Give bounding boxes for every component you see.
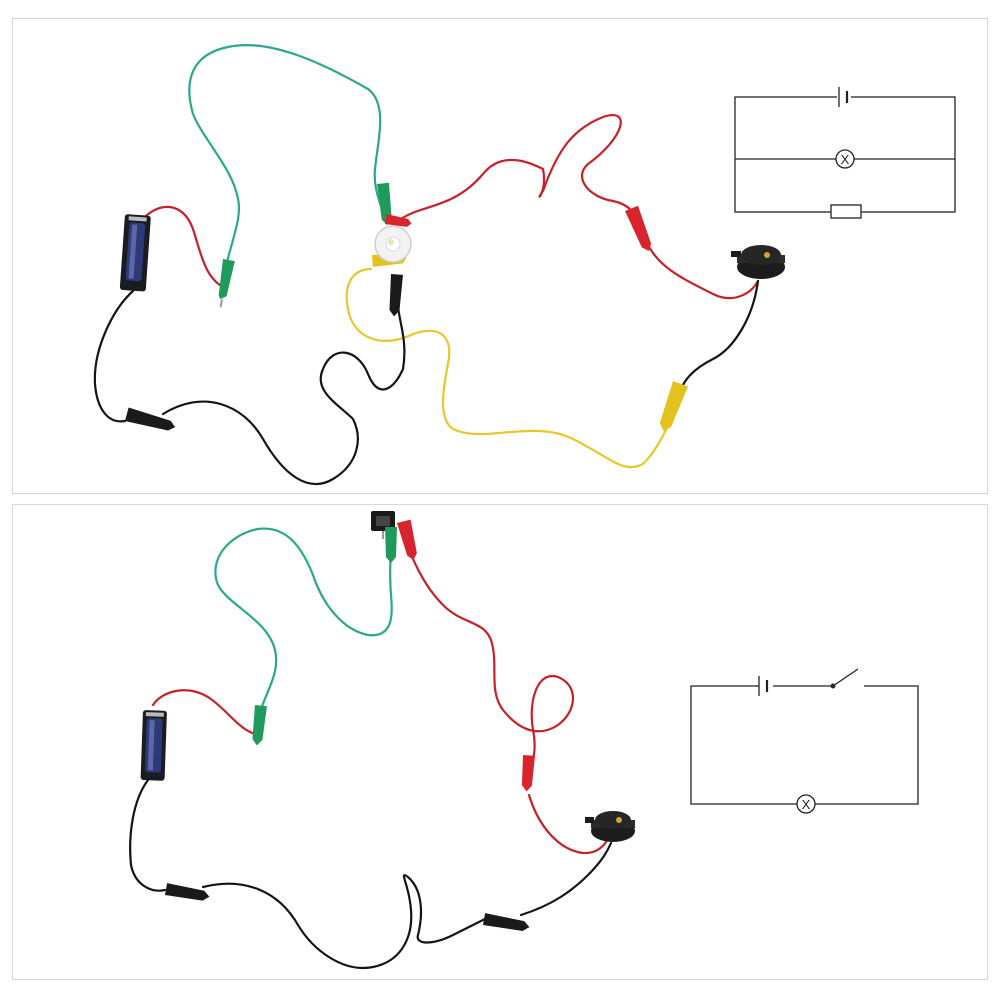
- black-wire-loop: [161, 302, 406, 485]
- lamp-symbol-icon: [835, 149, 855, 169]
- bottom-lamp-glyph: X: [802, 797, 811, 812]
- black-wire-battery: [93, 289, 135, 423]
- schematic-left-wire: [690, 685, 798, 805]
- battery-holder-icon: [140, 710, 167, 781]
- red-clip-buzzer: [521, 755, 535, 792]
- buzzer-icon: [585, 811, 635, 842]
- bottom-circuit-photo: X: [129, 511, 919, 970]
- black-wire-loop: [201, 874, 491, 970]
- red-clip-bulb: [385, 214, 412, 227]
- black-clip-battery: [125, 407, 176, 431]
- green-wire: [188, 44, 387, 283]
- bottom-circuit-panel: X: [12, 504, 988, 980]
- bulb-icon: [374, 225, 412, 263]
- cell-symbol-icon: [837, 87, 851, 107]
- black-wire-buzzer: [679, 279, 760, 393]
- buzzer-icon: [731, 245, 785, 279]
- green-wire: [214, 527, 395, 722]
- lamp-symbol-icon: [796, 794, 816, 814]
- battery-holder-icon: [119, 214, 151, 292]
- cell-symbol-icon: [755, 676, 769, 696]
- red-wire-buzzer-lead: [527, 793, 611, 855]
- green-clip-battery: [218, 259, 235, 308]
- black-clip-buzzer: [483, 913, 530, 931]
- black-wire-buzzer: [519, 841, 613, 917]
- green-clip-battery: [252, 705, 267, 746]
- top-circuit-photo: X: [93, 44, 956, 485]
- red-wire-battery: [151, 689, 260, 737]
- black-clip-bulb: [389, 274, 403, 317]
- green-clip-switch: [385, 527, 397, 563]
- red-wire-switch-buzzer: [401, 533, 574, 775]
- top-schematic: [734, 87, 956, 219]
- red-wire-battery: [139, 205, 225, 289]
- top-circuit-panel: X: [12, 18, 988, 494]
- switch-icon: [371, 511, 395, 539]
- black-clip-battery: [165, 883, 210, 901]
- yellow-clip-buzzer: [659, 381, 689, 431]
- red-clip-buzzer: [625, 205, 652, 252]
- bottom-schematic: [690, 668, 919, 814]
- top-lamp-glyph: X: [841, 152, 850, 167]
- black-wire-battery: [129, 778, 167, 892]
- schematic-right-wire: [815, 685, 919, 805]
- resistor-symbol-icon: [830, 204, 862, 219]
- red-wire-bulb-buzzer: [399, 114, 760, 300]
- switch-symbol-icon: [830, 668, 859, 689]
- red-clip-switch: [397, 519, 417, 561]
- yellow-wire: [345, 267, 673, 469]
